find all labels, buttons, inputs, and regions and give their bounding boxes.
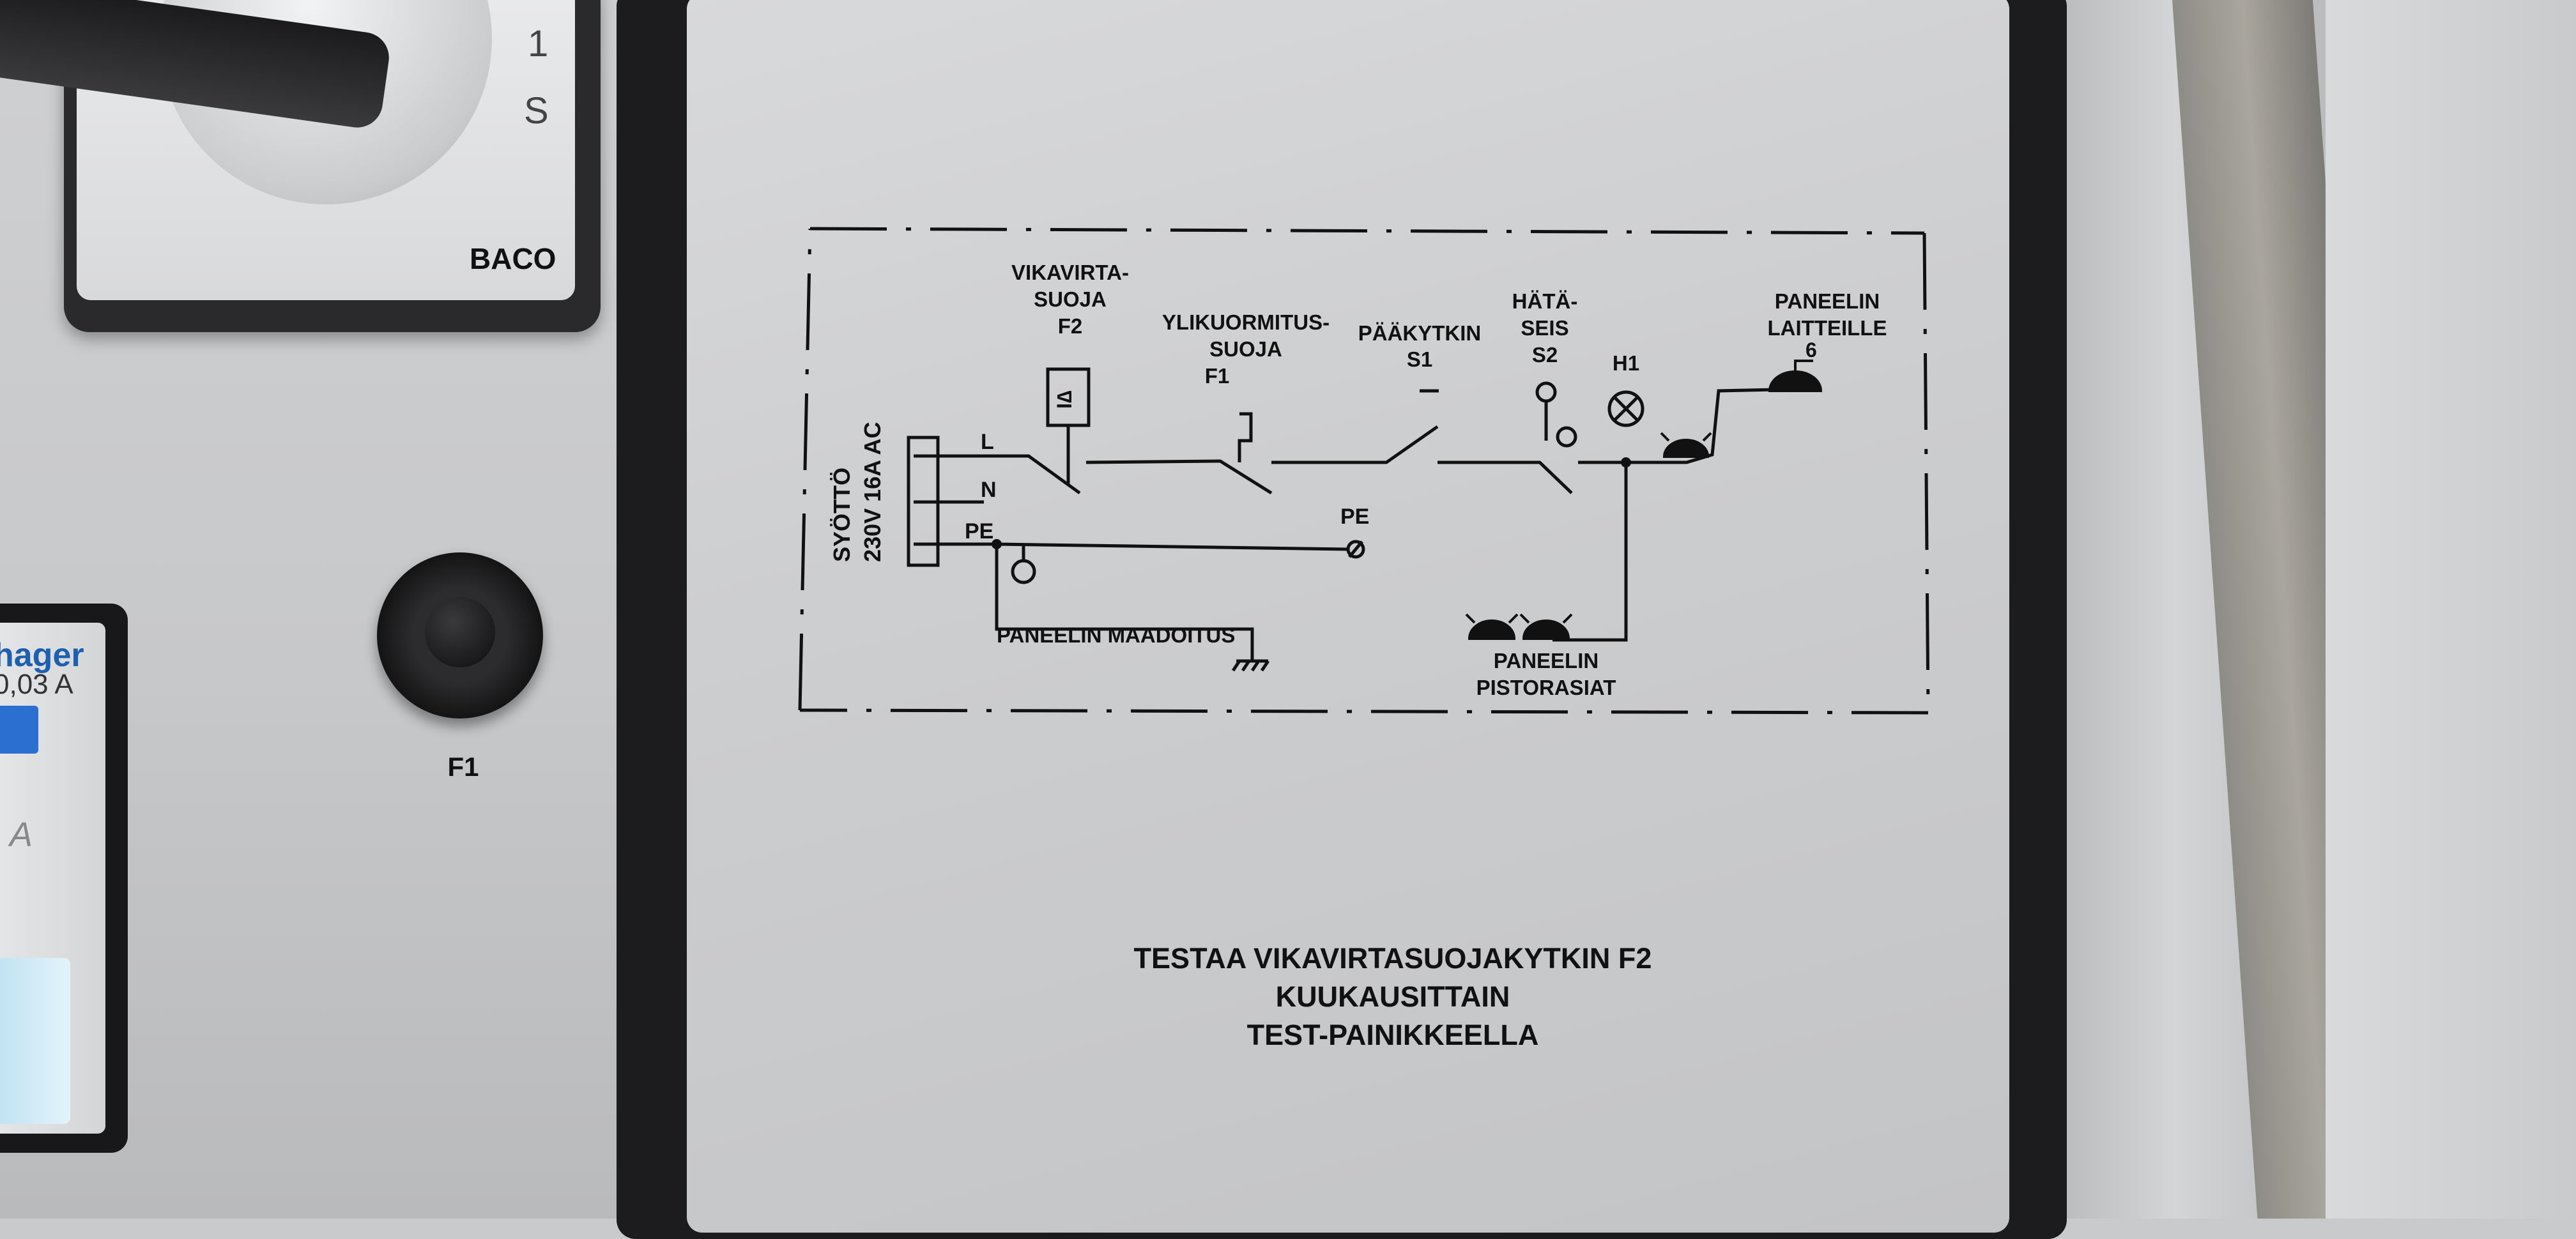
- pe-terminal-slash: [1348, 540, 1363, 558]
- overload-symbol: [1238, 412, 1253, 462]
- pe-right-label: PE: [1340, 505, 1370, 529]
- lamp-cross-2: [1613, 396, 1639, 422]
- earth-label: PANEELIN MAADOITUS: [997, 623, 1236, 647]
- switch-brand: BACO: [470, 242, 556, 275]
- chassis-earth: [1231, 659, 1270, 672]
- pe-terminal: [1346, 540, 1365, 559]
- sockets-label-1: PANEELIN: [1493, 649, 1599, 673]
- terminal-label-pe: PE: [965, 519, 994, 543]
- main-switch-label-2: S1: [1406, 347, 1433, 371]
- door-inner-panel: [687, 0, 2009, 1233]
- socket-icon-4: [1768, 370, 1823, 392]
- socket-icon-3-pins: [1660, 432, 1712, 442]
- phase-line-6: [1626, 388, 1777, 464]
- rcd-test-button[interactable]: [0, 706, 38, 754]
- terminal-label-n: N: [981, 478, 997, 502]
- lamp-h1: [1607, 390, 1644, 427]
- socket-icon-3: [1662, 439, 1710, 458]
- main-switch-label-1: PÄÄKYTKIN: [1358, 321, 1482, 345]
- estop-label-3: S2: [1531, 343, 1558, 367]
- socket-icon-4-pins: [1794, 360, 1813, 372]
- junction-lamp: [1621, 457, 1631, 467]
- switch-position-1: 1: [528, 23, 549, 65]
- phase-line-5: [1552, 460, 1628, 642]
- estop-head: [1535, 381, 1557, 403]
- estop-label-1: HÄTÄ-: [1512, 289, 1578, 313]
- rcd-label-1: VIKAVIRTA-: [1011, 261, 1129, 284]
- estop-label-2: SEIS: [1521, 316, 1569, 340]
- cabinet-side: [2326, 0, 2576, 1219]
- socket-icon-2-pins: [1519, 613, 1573, 624]
- instruction-line-3: TEST-PAINIKKEELLA: [1246, 1019, 1539, 1051]
- sockets-label-2: PISTORASIAT: [1476, 676, 1616, 699]
- phase-line-3: [1271, 425, 1439, 464]
- earth-branch: [995, 544, 1254, 661]
- fuse-label: F1: [447, 752, 479, 782]
- diagram-border-top: [809, 227, 1925, 235]
- overload-label-2: SUOJA: [1209, 337, 1282, 361]
- supply-label-1: SYÖTTÖ: [829, 467, 855, 562]
- socket-icon-2: [1522, 620, 1570, 640]
- pe-line: [996, 542, 1349, 551]
- fuse-holder-cap[interactable]: [425, 597, 495, 667]
- diagram-border-left: [798, 228, 812, 711]
- phase-line-4: [1438, 460, 1573, 494]
- devices-number: 6: [1805, 338, 1817, 361]
- overload-label-1: YLIKUORMITUS-: [1162, 310, 1330, 334]
- supply-label-2: 230V 16A AC: [859, 422, 885, 562]
- diagram-border-right: [1922, 232, 1930, 713]
- devices-label-1: PANEELIN: [1774, 289, 1880, 313]
- earth-symbol: [1011, 559, 1036, 584]
- rcd-rating: 0,03 A: [0, 669, 73, 700]
- instruction-line-1: TESTAA VIKAVIRTASUOJAKYTKIN F2: [1133, 942, 1652, 975]
- junction-pe: [992, 539, 1002, 549]
- rcd-label-3: F2: [1057, 314, 1083, 338]
- rcd-label-2: SUOJA: [1034, 287, 1107, 311]
- instruction-line-2: KUUKAUSITTAIN: [1275, 980, 1510, 1013]
- diagram-border-bottom: [799, 708, 1929, 715]
- switch-position-s: S: [524, 90, 549, 132]
- phase-line-2: [1085, 459, 1273, 495]
- socket-icon-1-pins: [1465, 613, 1519, 624]
- rcd-mark: A: [10, 816, 33, 854]
- rcd-symbol-text: I∆: [1053, 390, 1076, 409]
- rcd-brand: hager: [0, 637, 84, 674]
- overload-label-3: F1: [1204, 364, 1230, 388]
- devices-label-2: LAITTEILLE: [1767, 316, 1887, 340]
- rcd-lever[interactable]: [0, 958, 70, 1124]
- phase-line-1: [984, 454, 1081, 495]
- lamp-label: H1: [1612, 351, 1640, 375]
- estop-release: [1556, 426, 1577, 448]
- terminal-label-l: L: [981, 430, 994, 454]
- socket-icon-1: [1468, 620, 1516, 640]
